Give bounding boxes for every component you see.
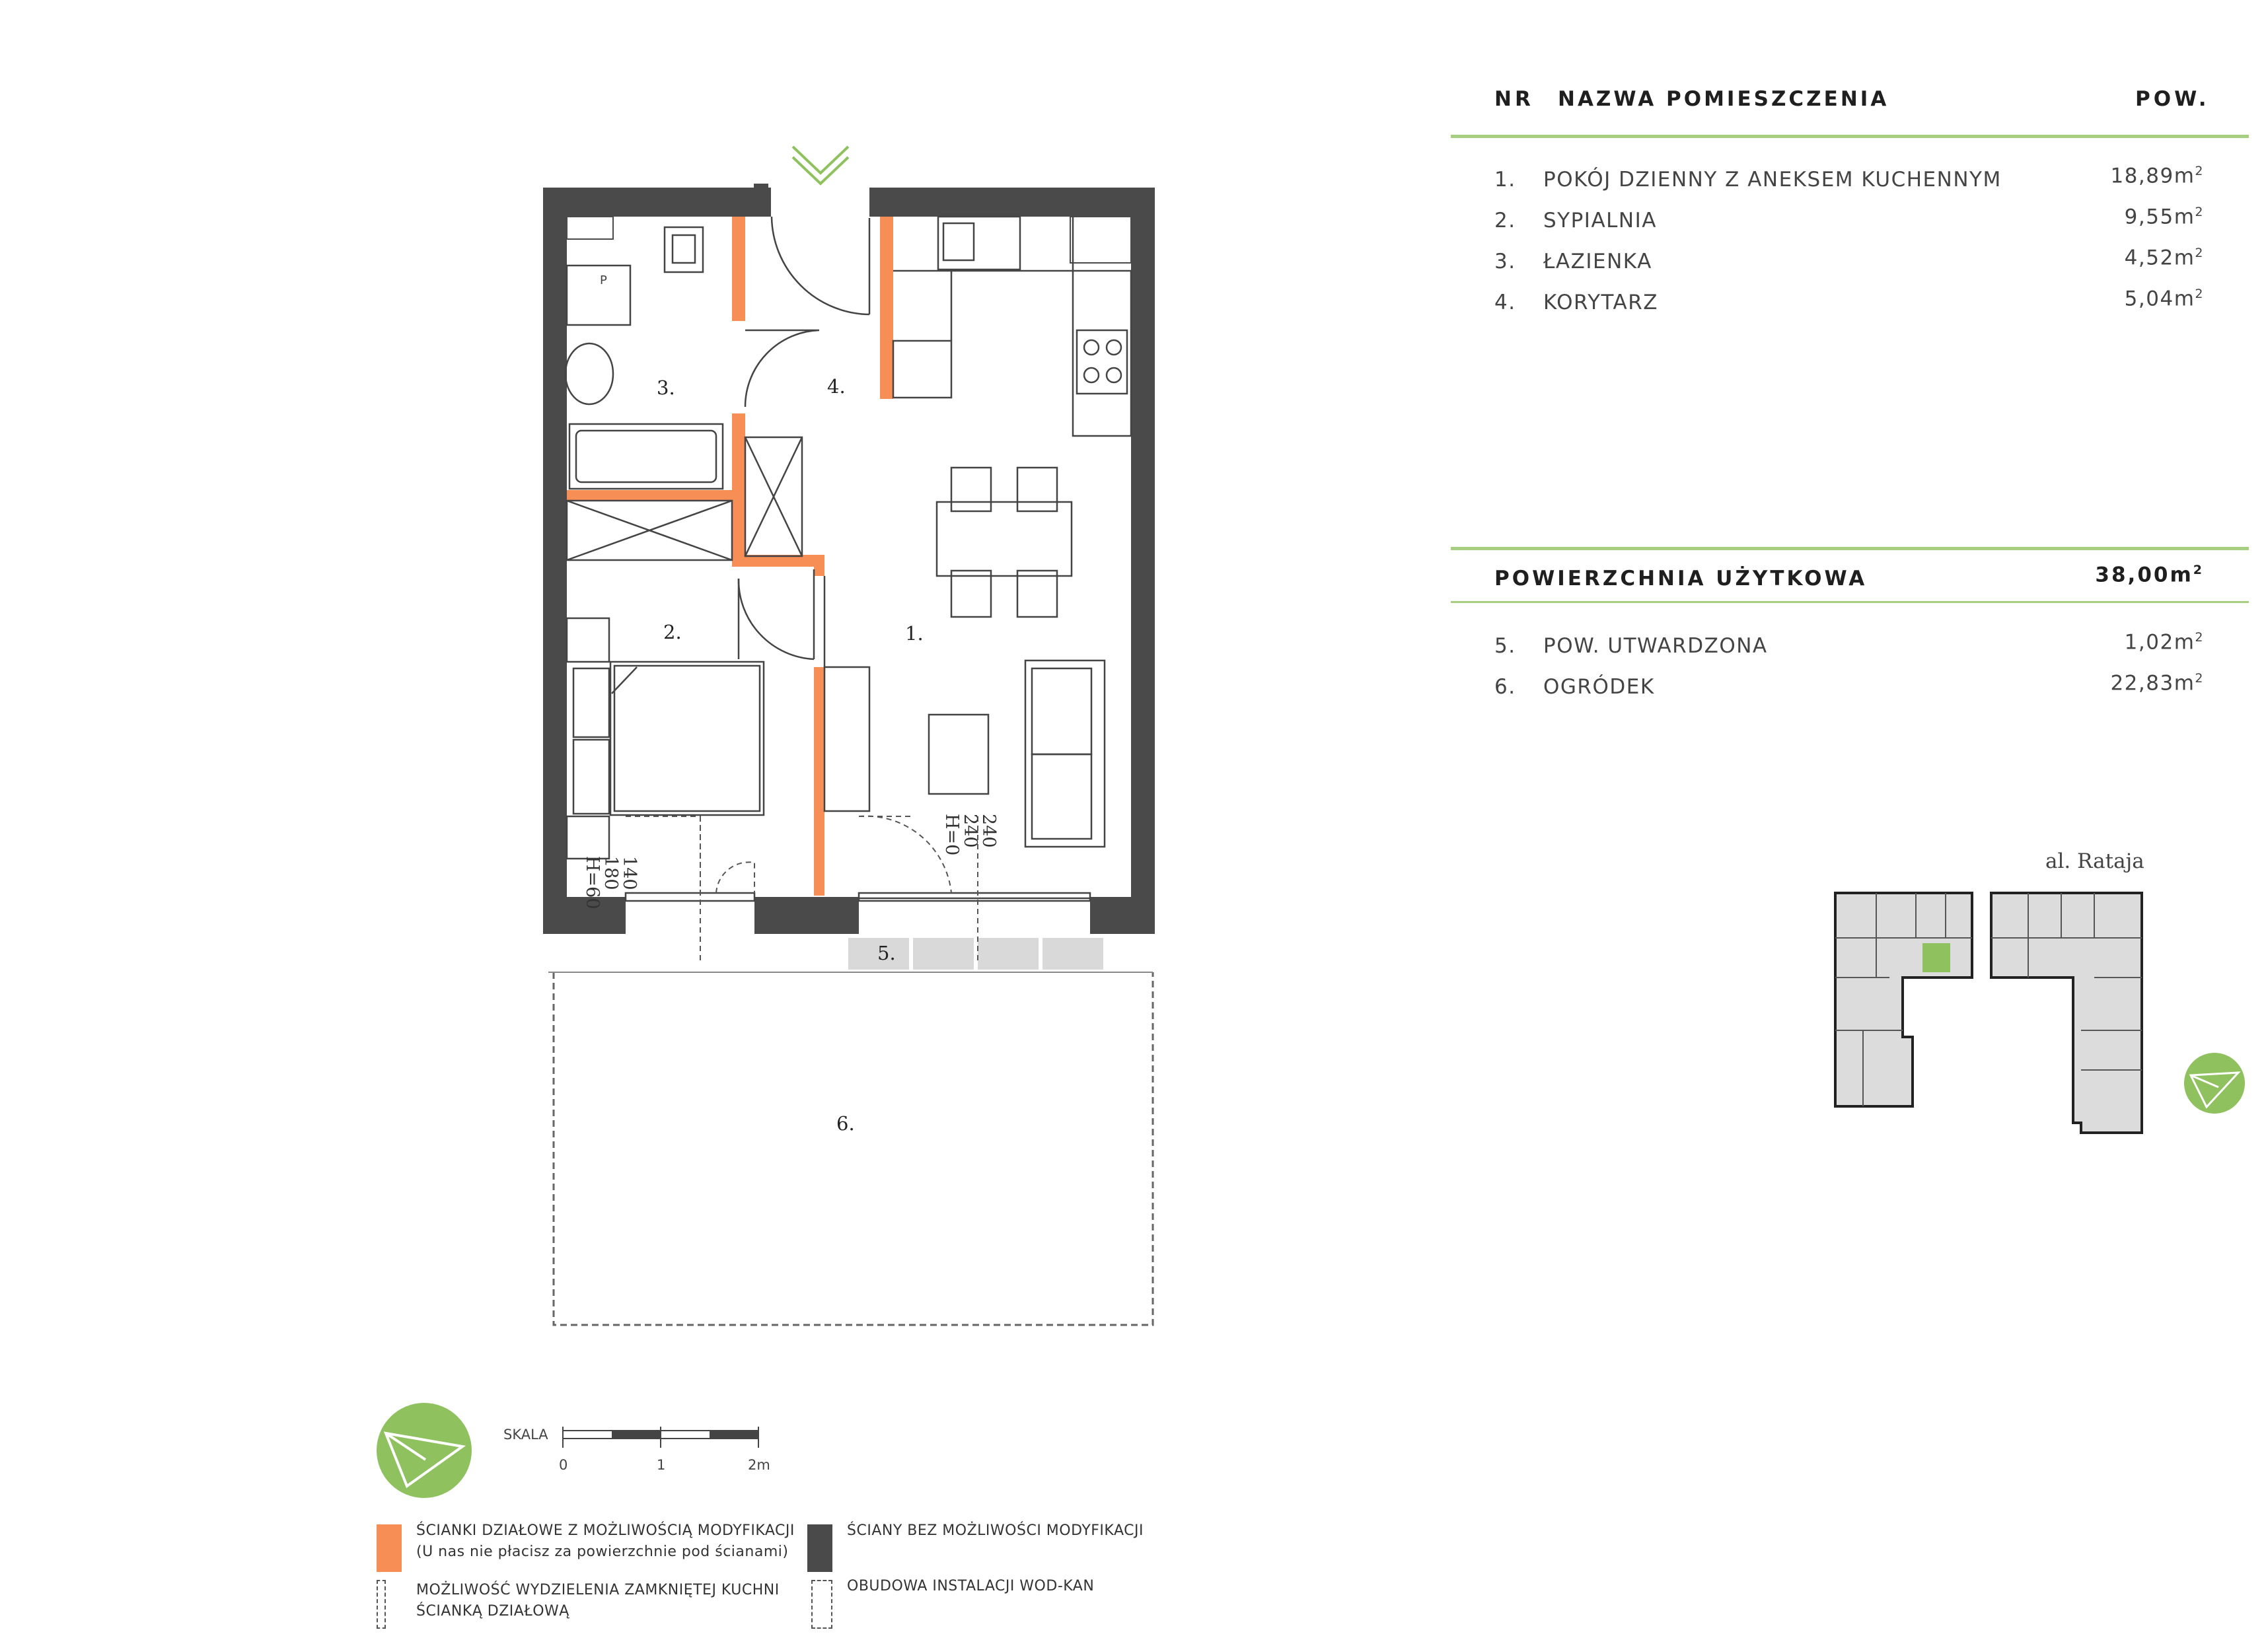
legend-swatch-partition [377,1524,402,1572]
room-name: POKÓJ DZIENNY Z ANEKSEM KUCHENNYM [1543,168,2002,192]
hardened-surface [848,938,1103,970]
usable-area-value: 38,00m2 [2095,563,2204,587]
room-label-5: 5. [877,942,896,964]
street-name: al. Rataja [2045,849,2144,873]
entrance-chevron-icon [791,145,850,186]
room-label-2: 2. [663,621,682,643]
compass-small-icon [2184,1053,2245,1114]
legend-fixed-walls: ŚCIANY BEZ MOŻLIWOŚCI MODYFIKACJI [847,1522,1144,1539]
room-nr: 2. [1494,209,1516,232]
extra-area: 1,02m2 [2124,630,2204,655]
partition-walls [567,217,893,896]
coffee-table [928,713,990,795]
legend-line: ŚCIANKI DZIAŁOWE Z MOŻLIWOŚCIĄ MODYFIKAC… [416,1522,795,1539]
room-label-3: 3. [657,376,675,399]
extra-name: POW. UTWARDZONA [1543,634,1768,658]
scale-bar [562,1427,759,1448]
room-area: 4,52m2 [2124,246,2204,270]
bed [609,660,765,816]
room-nr: 4. [1494,291,1516,314]
room-name: KORYTARZ [1543,291,1659,314]
sink [937,215,1021,271]
room-label-4: 4. [827,375,846,398]
dim-left-3: H=60 [582,856,603,909]
room-name: SYPIALNIA [1543,209,1657,232]
tv-unit [823,666,871,812]
washing-machine [566,264,632,326]
usable-area-label: POWIERZCHNIA UŻYTKOWA [1494,567,1868,590]
site-key-plan [1834,892,2143,1134]
usable-bottom-rule [1451,601,2249,603]
table-head-name: NAZWA POMIESZCZENIA [1558,87,1889,111]
legend-installation: OBUDOWA INSTALACJI WOD-KAN [847,1578,1095,1594]
dim-left-1: 140 [619,856,640,890]
legend-line: MOŻLIWOŚĆ WYDZIELENIA ZAMKNIĘTEJ KUCHNI [416,1582,780,1598]
legend-line: (U nas nie płacisz za powierzchnie pod ś… [416,1544,789,1560]
north-arrow-icon [377,1403,472,1498]
dim-left-2: 180 [601,856,621,890]
washing-machine-label: P [600,273,607,287]
extra-area: 22,83m2 [2110,671,2204,695]
extra-name: OGRÓDEK [1543,675,1655,699]
dim-right-2: 240 [960,814,980,848]
scale-tick-2: 2m [748,1457,770,1473]
legend-swatch-fixed [807,1524,832,1572]
room-area: 18,89m2 [2110,164,2204,188]
legend-line: ŚCIANKĄ DZIAŁOWĄ [416,1603,569,1620]
table-head-nr: NR [1494,87,1534,111]
room-nr: 3. [1494,250,1516,273]
room-area: 5,04m2 [2124,287,2204,311]
sofa [1024,659,1106,848]
scale-tick-1: 1 [657,1457,666,1473]
dim-right-3: H=0 [941,814,962,856]
fixed-walls [543,184,1155,934]
extra-nr: 5. [1494,634,1516,658]
legend-closed-kitchen: MOŻLIWOŚĆ WYDZIELENIA ZAMKNIĘTEJ KUCHNI … [416,1580,780,1622]
fridge [892,339,953,399]
dim-right-1: 240 [978,814,999,848]
room-nr: 1. [1494,168,1516,192]
legend-partition-walls: ŚCIANKI DZIAŁOWE Z MOŻLIWOŚCIĄ MODYFIKAC… [416,1520,795,1563]
toilet [663,226,704,273]
room-area: 9,55m2 [2124,205,2204,229]
room-name: ŁAZIENKA [1543,250,1652,273]
table-head-rule [1451,135,2249,138]
table-head-area: POW. [2135,87,2210,111]
dining-table [935,501,1073,577]
bathtub [568,423,724,490]
legend-swatch-installation [811,1580,832,1629]
extra-nr: 6. [1494,675,1516,699]
scale-tick-0: 0 [559,1457,568,1473]
cooktop [1076,329,1128,395]
scale-label: SKALA [503,1427,548,1442]
window-dims-left: 140 180 H=60 [582,856,640,909]
washbasin [564,342,614,406]
room-label-1: 1. [905,622,924,645]
window-dims-right: 240 240 H=0 [941,814,999,856]
garden-outline [552,972,1154,1326]
usable-top-rule [1451,547,2249,550]
apartment-location-marker [1922,943,1950,972]
room-label-6: 6. [836,1112,855,1135]
legend-swatch-kitchen [377,1580,386,1629]
kitchen-counter [1072,269,1132,437]
